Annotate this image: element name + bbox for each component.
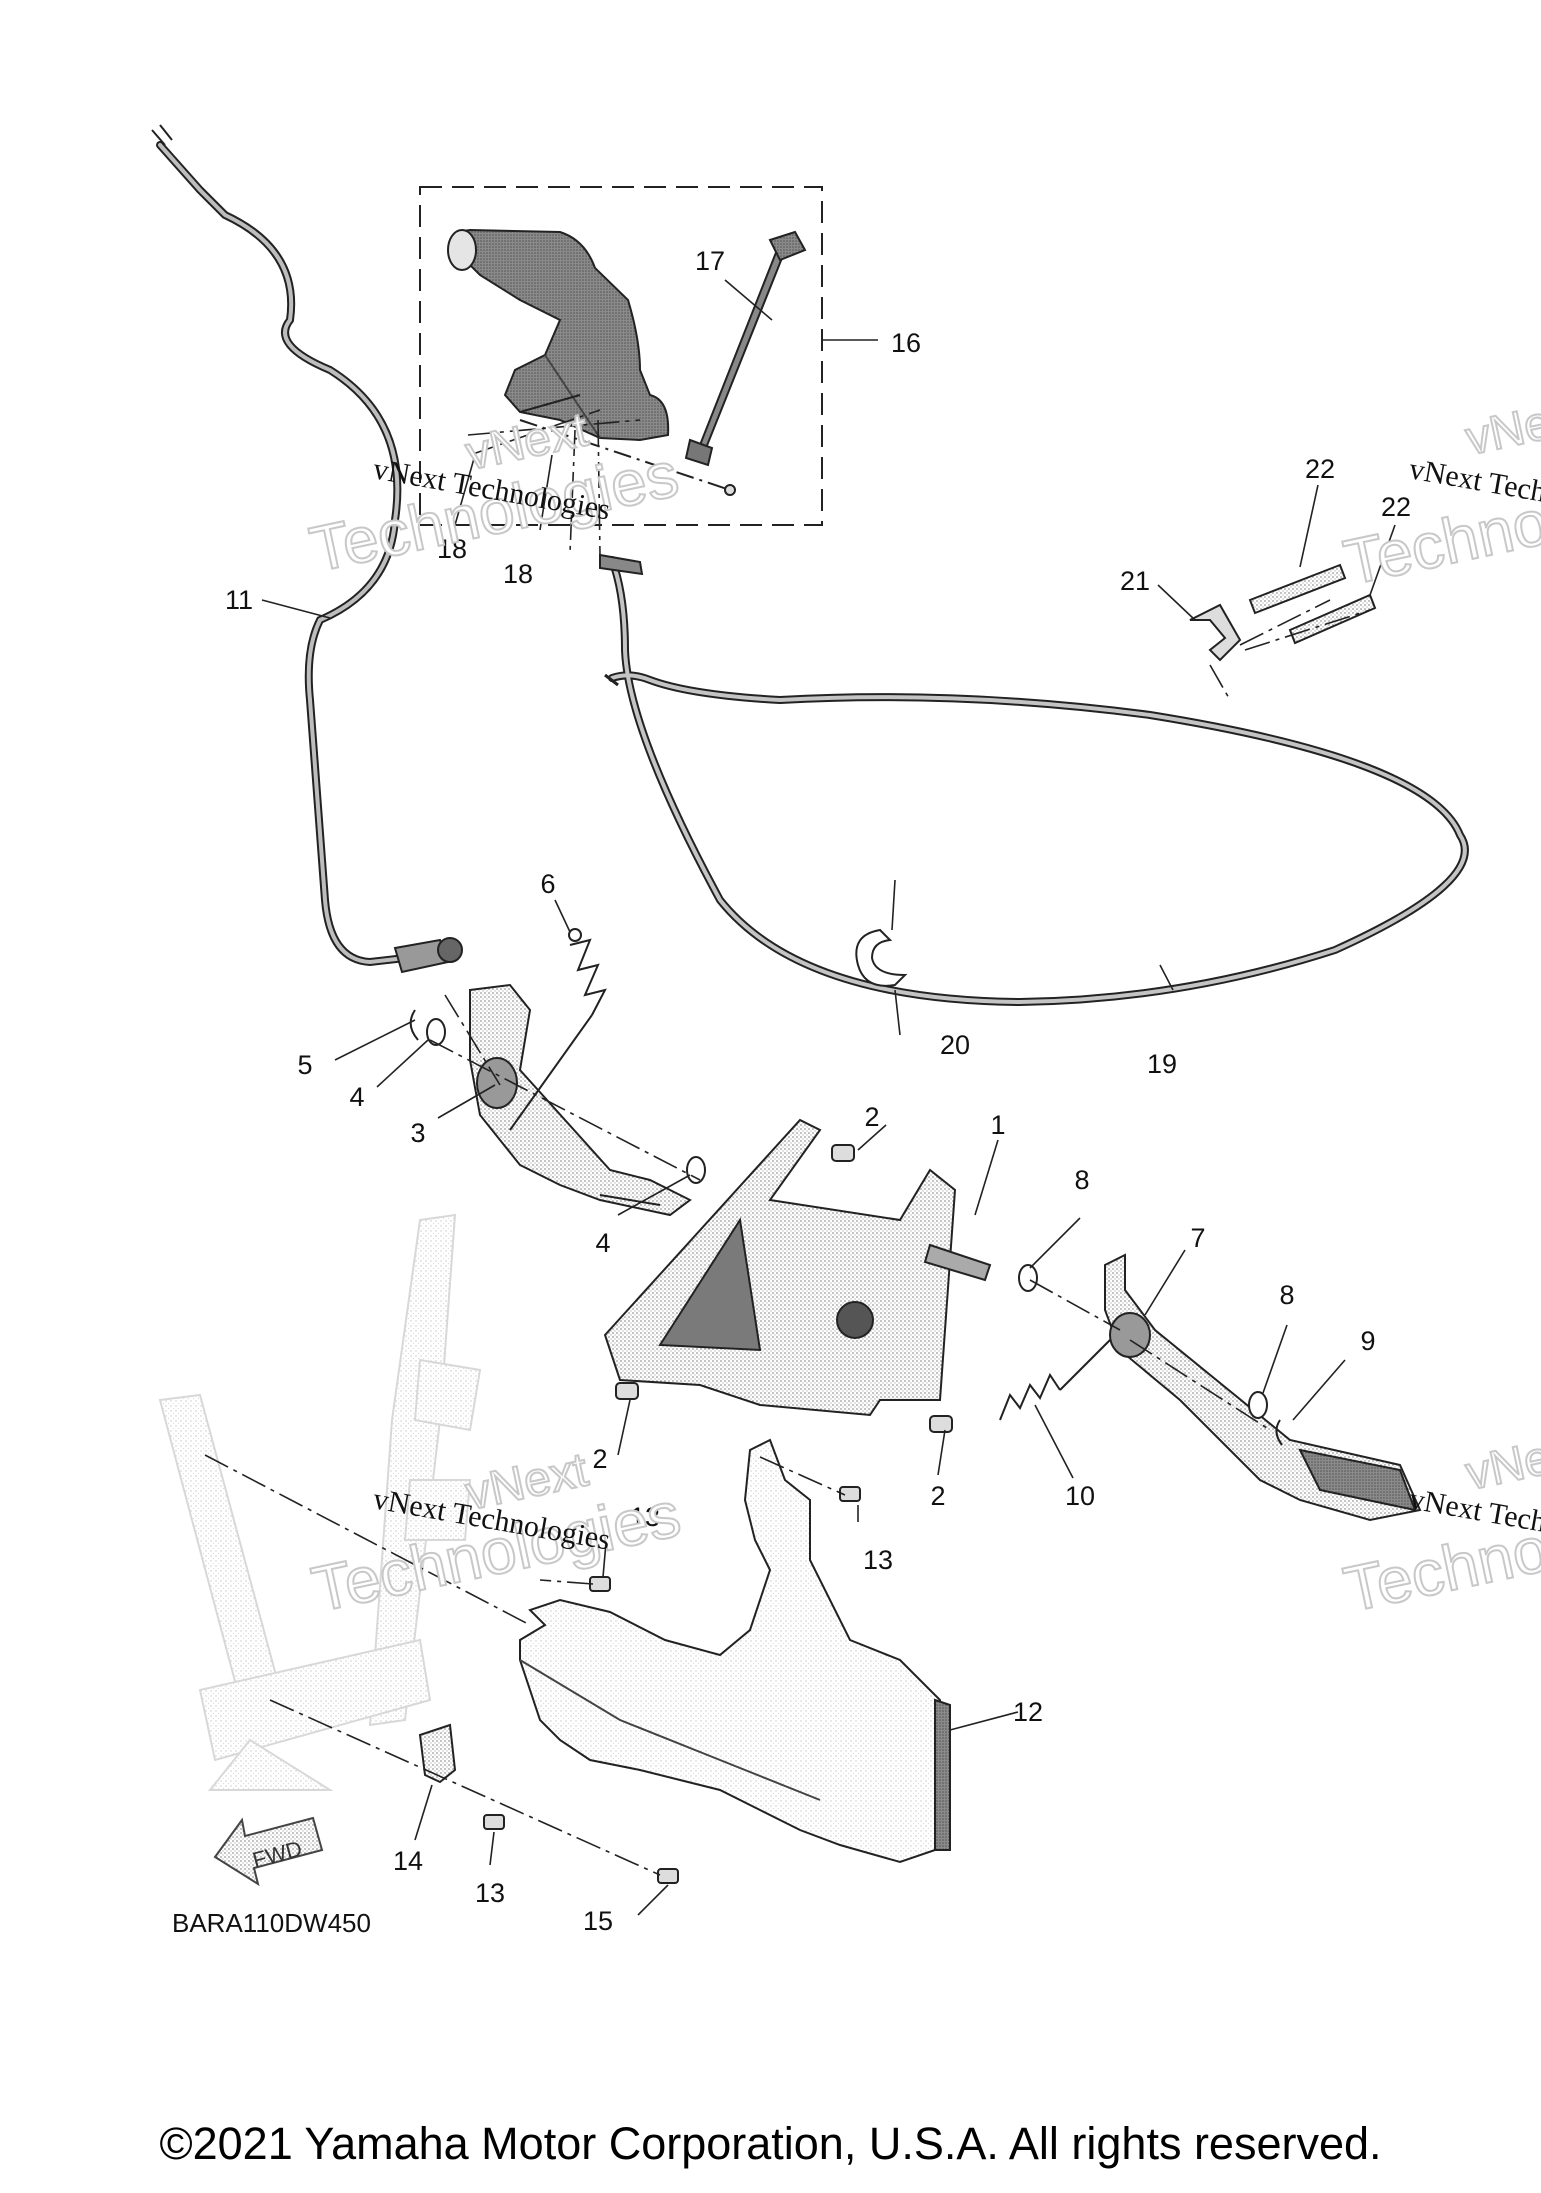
callout-13: 13 bbox=[475, 1878, 505, 1908]
callout-18: 18 bbox=[503, 559, 533, 589]
callout-6: 6 bbox=[540, 869, 555, 899]
brake-pedal-7 bbox=[1104, 1253, 1422, 1522]
callout-16: 16 bbox=[891, 328, 921, 358]
callout-12: 12 bbox=[1013, 1697, 1043, 1727]
callout-3: 3 bbox=[410, 1118, 425, 1148]
callout-8: 8 bbox=[1074, 1165, 1089, 1195]
hand-lever-assembly bbox=[447, 228, 670, 442]
callout-1: 1 bbox=[990, 1110, 1005, 1140]
watermark-middle-left: Technologies vNext vNext Technologies bbox=[305, 1442, 687, 1626]
cable-clip-20 bbox=[855, 928, 908, 987]
washers-8 bbox=[1018, 1264, 1268, 1419]
watermark-middle-right: Technologies vNext vNext Technologies bbox=[1337, 1422, 1541, 1626]
copyright-notice: ©2021 Yamaha Motor Corporation, U.S.A. A… bbox=[159, 2118, 1382, 2169]
callout-22: 22 bbox=[1305, 454, 1335, 484]
callout-19: 19 bbox=[1147, 1049, 1177, 1079]
brake-cable-11 bbox=[151, 124, 463, 974]
callout-9: 9 bbox=[1360, 1326, 1375, 1356]
cable-clip-21 bbox=[1189, 603, 1242, 662]
watermark-faint: vNext bbox=[1461, 388, 1541, 465]
lever-screws bbox=[519, 419, 736, 496]
pedal-bracket-1 bbox=[603, 1118, 992, 1417]
callout-18: 18 bbox=[437, 534, 467, 564]
kit-boundary-box bbox=[419, 186, 823, 526]
callout-21: 21 bbox=[1120, 566, 1150, 596]
callout-4: 4 bbox=[349, 1082, 364, 1112]
frame-outline-faint bbox=[158, 1213, 482, 1791]
return-spring-10 bbox=[999, 1339, 1111, 1421]
adjuster-rod bbox=[684, 230, 807, 467]
cover-12 bbox=[519, 1438, 951, 1864]
brake-lever-3 bbox=[469, 983, 692, 1217]
bracket-14 bbox=[418, 1723, 457, 1784]
callout-7: 7 bbox=[1190, 1223, 1205, 1253]
callout-labels: 1 2 2 2 3 4 4 5 6 7 8 8 9 10 11 12 13 13… bbox=[225, 246, 1411, 1936]
callout-13: 13 bbox=[630, 1502, 660, 1532]
watermark-faint: vNext bbox=[1461, 1423, 1541, 1500]
callout-2: 2 bbox=[864, 1102, 879, 1132]
callout-2: 2 bbox=[930, 1481, 945, 1511]
brake-cable-19 bbox=[599, 553, 1469, 1007]
cable-sleeves-22 bbox=[1248, 563, 1377, 645]
callout-10: 10 bbox=[1065, 1481, 1095, 1511]
washers-4 bbox=[426, 1018, 706, 1184]
callout-4: 4 bbox=[595, 1228, 610, 1258]
callout-11: 11 bbox=[225, 585, 253, 615]
callout-15: 15 bbox=[583, 1906, 613, 1936]
diagram-code: BARA110DW450 bbox=[172, 1908, 371, 1938]
fwd-arrow-icon: FWD bbox=[213, 1816, 324, 1887]
leader-lines bbox=[261, 279, 1396, 1916]
callout-14: 14 bbox=[393, 1846, 423, 1876]
watermark-top-right: Technologies vNext vNext Technologies bbox=[1337, 387, 1541, 599]
callout-22: 22 bbox=[1381, 492, 1411, 522]
callout-17: 17 bbox=[695, 246, 725, 276]
bolts-2 bbox=[615, 1144, 953, 1433]
clip-5 bbox=[409, 1009, 419, 1041]
callout-20: 20 bbox=[940, 1030, 970, 1060]
callout-5: 5 bbox=[297, 1050, 312, 1080]
callout-13: 13 bbox=[863, 1545, 893, 1575]
assembly-lines bbox=[204, 409, 1371, 1876]
return-spring-6 bbox=[509, 928, 607, 1131]
callout-8: 8 bbox=[1279, 1280, 1294, 1310]
callout-2: 2 bbox=[592, 1444, 607, 1474]
clip-9 bbox=[1275, 1419, 1283, 1446]
